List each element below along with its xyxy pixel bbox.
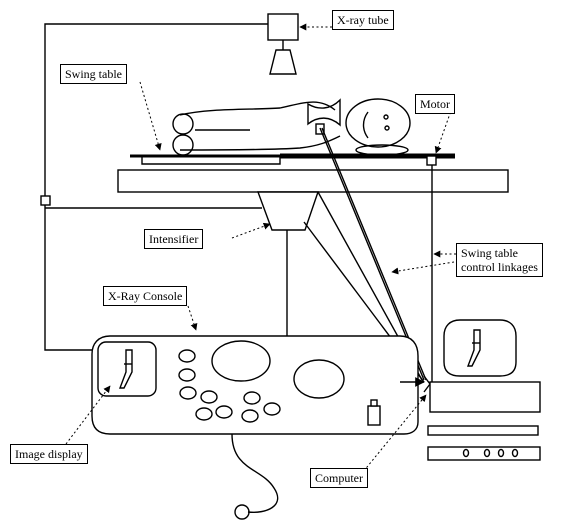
label-xray-console-text: X-Ray Console xyxy=(108,289,183,303)
label-swing-table-control-line2: control linkages xyxy=(461,260,538,274)
label-swing-table-control: Swing table control linkages xyxy=(456,243,543,277)
computer xyxy=(427,319,541,461)
label-intensifier-text: Intensifier xyxy=(149,232,199,246)
foot-switch xyxy=(234,504,250,520)
table-base xyxy=(117,169,509,193)
xray-tube xyxy=(267,13,299,75)
label-computer-text: Computer xyxy=(315,471,363,485)
label-computer: Computer xyxy=(310,468,368,488)
leader-image-display xyxy=(65,385,111,445)
label-motor: Motor xyxy=(415,94,455,114)
label-intensifier: Intensifier xyxy=(144,229,204,249)
label-xray-tube-text: X-ray tube xyxy=(337,13,389,27)
label-swing-table: Swing table xyxy=(60,64,127,84)
intensifier-funnel xyxy=(256,191,319,231)
label-swing-table-text: Swing table xyxy=(65,67,122,81)
leader-motor xyxy=(434,107,453,154)
patient-figure xyxy=(172,98,411,156)
foot-switch-cable xyxy=(231,433,279,513)
xray-console xyxy=(91,335,419,435)
leader-swing-table xyxy=(139,81,162,151)
tube-cable xyxy=(44,23,268,351)
label-xray-console: X-Ray Console xyxy=(103,286,188,306)
label-swing-table-control-line1: Swing table xyxy=(461,246,518,260)
label-xray-tube: X-ray tube xyxy=(332,10,394,30)
swing-table-platform xyxy=(130,153,455,166)
label-image-display-text: Image display xyxy=(15,447,83,461)
label-image-display: Image display xyxy=(10,444,88,464)
leader-xray-console xyxy=(187,305,198,331)
cable-connector-box xyxy=(40,195,51,206)
leader-intensifier xyxy=(231,222,271,239)
leader-control-linkages-2 xyxy=(391,261,455,275)
label-motor-text: Motor xyxy=(420,97,450,111)
